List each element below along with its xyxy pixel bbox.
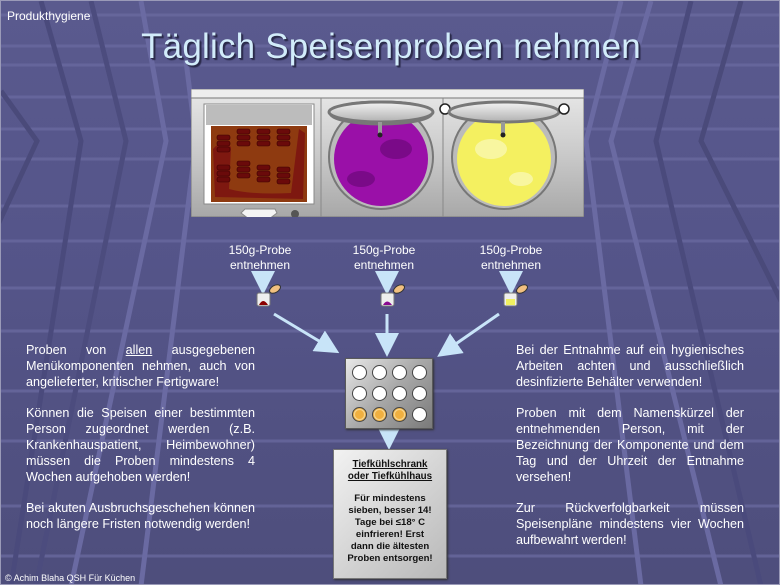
right-paragraph-3: Zur Rückverfolgbarkeit müssen Speisenplä… xyxy=(516,501,744,547)
tray-well xyxy=(412,386,427,401)
page-title: Täglich Speisenproben nehmen xyxy=(141,27,641,66)
serving-counter-illustration xyxy=(191,89,584,217)
copyright-footer: © Achim Blaha QSH Für Küchen xyxy=(5,573,136,583)
probe-label-3: 150g-Probe entnehmen xyxy=(479,243,543,272)
tray-well xyxy=(372,386,387,401)
left-paragraph-2: Können die Speisen einer bestimmten Pers… xyxy=(26,406,255,484)
freezer-text: Für mindestens sieben, besser 14! Tage b… xyxy=(347,493,433,564)
sample-jar-1 xyxy=(256,284,281,307)
right-text-column: Bei der Entnahme auf ein hygienisches Ar… xyxy=(516,343,744,565)
left-text-column: Proben von allen ausgegebenen Menükompon… xyxy=(26,343,255,549)
tray-well-filled xyxy=(352,407,367,422)
sample-tray xyxy=(345,358,433,429)
tray-well xyxy=(412,365,427,380)
probe-label-1: 150g-Probe entnehmen xyxy=(228,243,292,272)
left-paragraph-1: Proben von allen ausgegebenen Menükompon… xyxy=(26,343,255,389)
section-label: Produkthygiene xyxy=(7,9,91,23)
tray-well xyxy=(412,407,427,422)
meat-skewer-tray xyxy=(203,103,315,217)
tray-well xyxy=(392,365,407,380)
tray-well xyxy=(372,365,387,380)
left-paragraph-3: Bei akuten Ausbruchsgeschehen können noc… xyxy=(26,501,255,532)
sample-jar-2 xyxy=(380,284,405,307)
mashed-potato-pot xyxy=(447,100,570,210)
right-paragraph-2: Proben mit dem Namenskürzel der entnehme… xyxy=(516,406,744,484)
probe-label-2: 150g-Probe entnehmen xyxy=(352,243,416,272)
tray-well xyxy=(392,386,407,401)
tray-well-filled xyxy=(392,407,407,422)
right-paragraph-1: Bei der Entnahme auf ein hygienisches Ar… xyxy=(516,343,744,389)
tray-well-filled xyxy=(372,407,387,422)
tray-well xyxy=(352,365,367,380)
freezer-info-box: Tiefkühlschrank oder Tiefkühlhaus Für mi… xyxy=(333,449,447,579)
tray-well xyxy=(352,386,367,401)
sample-jar-3 xyxy=(503,284,528,307)
freezer-heading: Tiefkühlschrank oder Tiefkühlhaus xyxy=(347,459,433,482)
red-cabbage-pot xyxy=(327,100,451,210)
